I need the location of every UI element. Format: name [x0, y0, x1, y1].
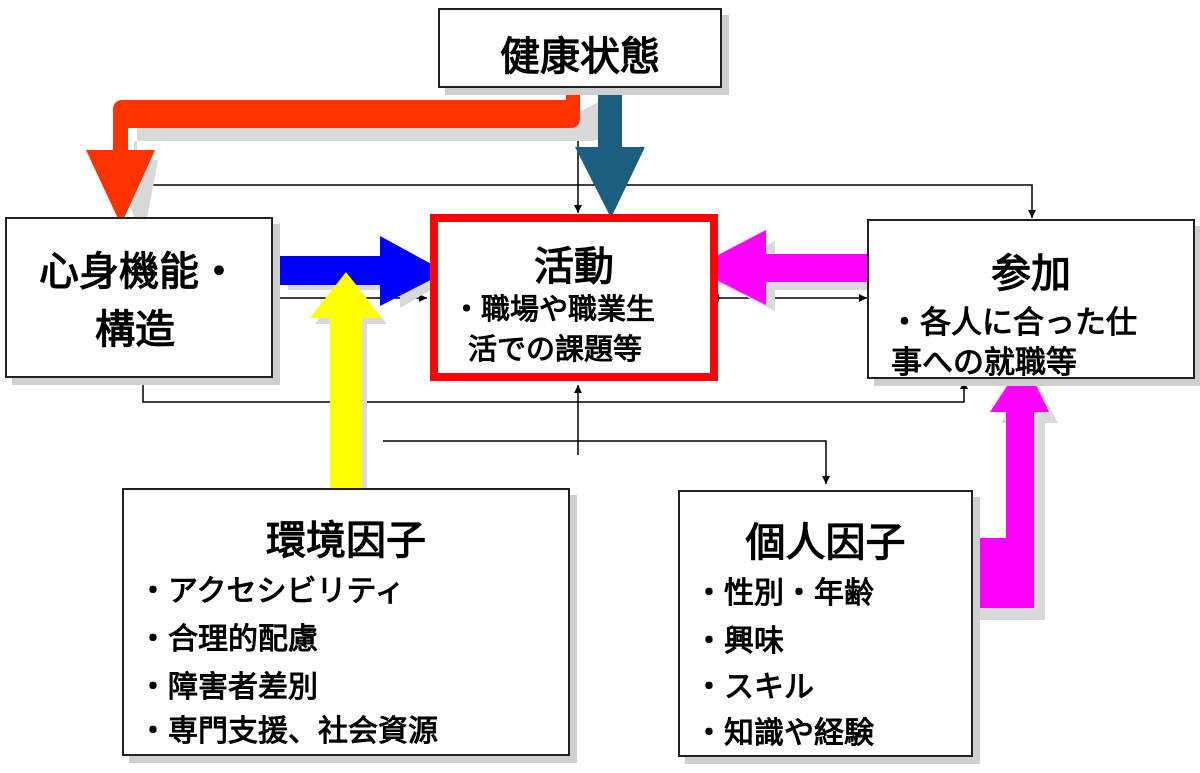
body-functions-box: 心身機能・ 構造	[5, 217, 273, 378]
participation-detail-line2: 事への就職等	[891, 345, 1077, 381]
arrow-participation-to-activity	[693, 230, 872, 305]
participation-box: 参加 ・各人に合った仕 事への就職等	[867, 219, 1195, 381]
health-condition-box: 健康状態	[438, 8, 722, 88]
environmental-factor-item: ・専門支援、社会資源	[138, 714, 438, 749]
arrow-body-to-activity	[274, 236, 446, 306]
arrow-health-to-activity	[575, 88, 645, 218]
activity-detail-line1: ・職場や職業生	[452, 292, 656, 326]
personal-factors-box: 個人因子 ・性別・年齢 ・興味 ・スキル ・知識や経験	[678, 490, 973, 757]
environmental-factor-item: ・アクセシビリティ	[138, 574, 405, 609]
arrow-health-to-body	[86, 88, 580, 225]
health-condition-title: 健康状態	[500, 34, 660, 80]
personal-factor-item: ・知識や経験	[694, 716, 874, 751]
personal-factor-item: ・興味	[694, 624, 784, 659]
participation-title: 参加	[991, 251, 1071, 297]
body-functions-title-line2: 構造	[95, 307, 175, 353]
arrow-environment-up	[310, 272, 382, 492]
body-functions-title-line1: 心身機能・	[39, 249, 239, 295]
participation-detail-line1: ・各人に合った仕	[889, 305, 1137, 341]
personal-factor-item: ・スキル	[694, 670, 814, 705]
activity-box: 活動 ・職場や職業生 活での課題等	[430, 214, 718, 381]
environmental-factor-item: ・合理的配慮	[138, 622, 318, 657]
activity-detail-line2: 活での課題等	[468, 332, 643, 366]
environmental-factor-item: ・障害者差別	[138, 670, 318, 705]
environmental-factors-box: 環境因子 ・アクセシビリティ ・合理的配慮 ・障害者差別 ・専門支援、社会資源	[122, 488, 570, 756]
personal-factor-item: ・性別・年齢	[694, 576, 874, 611]
personal-factors-title: 個人因子	[745, 520, 906, 566]
connector-factors-personal	[383, 440, 830, 484]
connector-bottom-body-participation	[139, 374, 968, 403]
environmental-factors-title: 環境因子	[266, 518, 426, 564]
arrow-personal-to-participation	[962, 360, 1049, 608]
activity-title: 活動	[534, 244, 614, 290]
